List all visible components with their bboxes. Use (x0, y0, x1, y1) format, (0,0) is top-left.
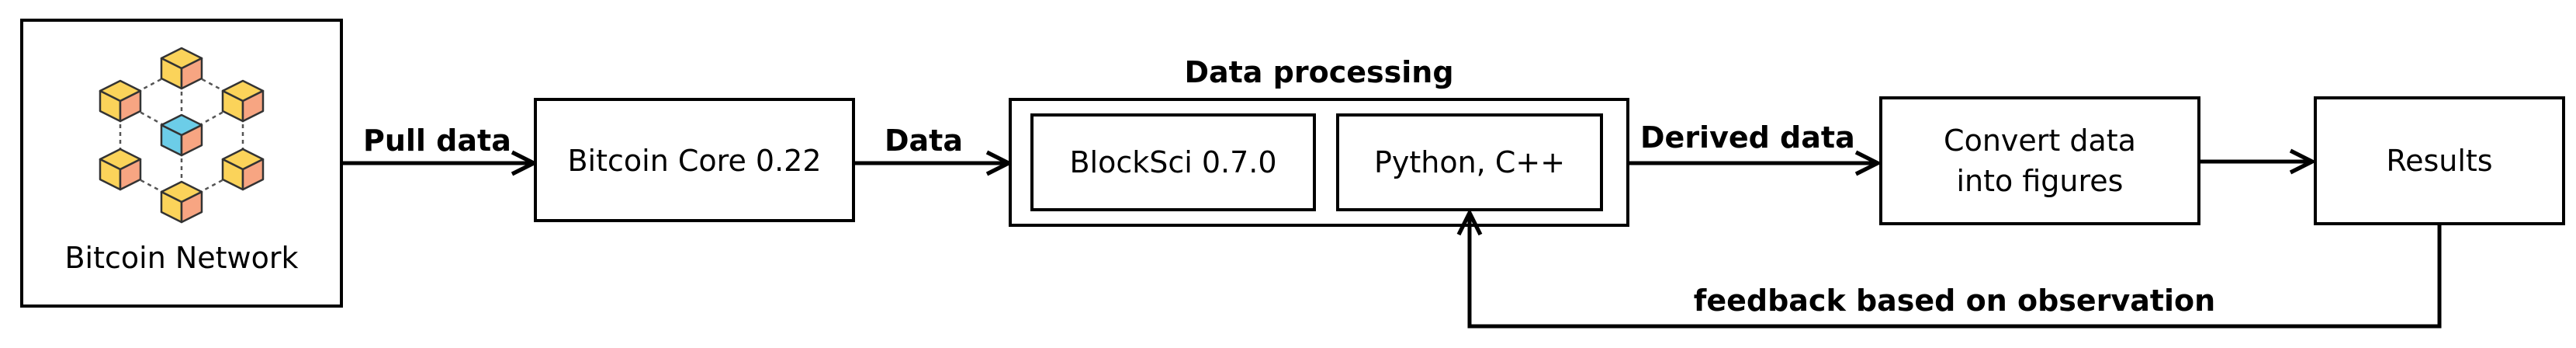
results-label: Results (2386, 144, 2492, 178)
feedback-edge: feedback based on observation (1470, 213, 2442, 329)
bitcoin-core-label: Bitcoin Core 0.22 (567, 144, 821, 178)
cube-block (99, 79, 142, 123)
python-cpp-node: Python, C++ (1336, 113, 1603, 211)
bitcoin-network-label: Bitcoin Network (64, 241, 298, 275)
cube-block (160, 180, 203, 224)
blockchain-network-icon (99, 47, 265, 224)
blocksci-node: BlockSci 0.7.0 (1030, 113, 1316, 211)
pull-data-edge: Pull data (341, 124, 534, 163)
convert-label-line2: into figures (1957, 164, 2124, 198)
convert-node: Convert data into figures (1879, 96, 2200, 225)
feedback-label: feedback based on observation (1694, 284, 2215, 318)
derived-data-edge: Derived data (1628, 120, 1878, 163)
data-label: Data (885, 124, 963, 158)
bitcoin-network-node: Bitcoin Network (20, 19, 343, 308)
cube-block (221, 148, 265, 191)
pull-data-label: Pull data (363, 124, 511, 158)
bitcoin-core-node: Bitcoin Core 0.22 (534, 98, 855, 222)
cube-block (99, 148, 142, 191)
cube-block (221, 79, 265, 123)
convert-label-line1: Convert data (1944, 124, 2136, 158)
blocksci-label: BlockSci 0.7.0 (1069, 145, 1276, 179)
data-processing-group: Data processing BlockSci 0.7.0 Python, C… (1009, 55, 1629, 227)
derived-data-label: Derived data (1640, 120, 1855, 155)
cube-block (160, 47, 203, 90)
data-processing-title: Data processing (1184, 55, 1453, 89)
python-cpp-label: Python, C++ (1374, 145, 1565, 179)
cube-block (160, 113, 203, 157)
data-edge: Data (853, 124, 1009, 163)
results-node: Results (2314, 96, 2565, 225)
